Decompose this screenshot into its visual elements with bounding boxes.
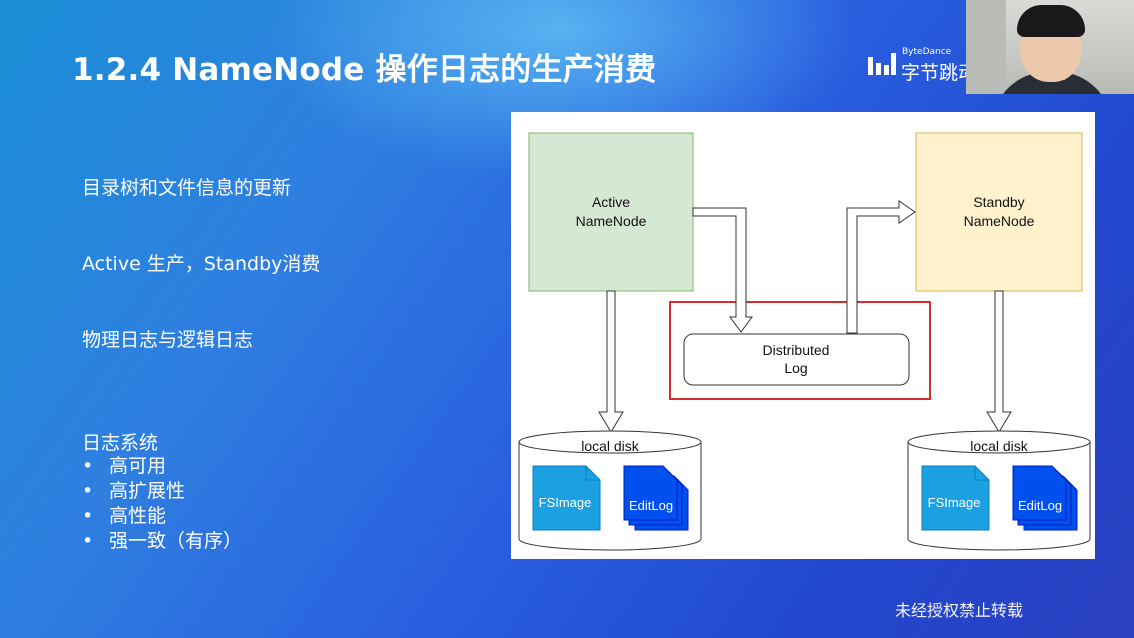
left-editlog-label: EditLog — [629, 498, 673, 513]
left-fsimage-icon — [532, 465, 601, 531]
bullet-item: 物理日志与逻辑日志 — [82, 329, 254, 351]
list-item: •高性能 — [82, 505, 167, 527]
presenter-body — [992, 72, 1112, 94]
log-system-list: •高可用 •高扩展性 •高性能 •强一致（有序） — [82, 454, 242, 554]
list-item: •高扩展性 — [82, 480, 186, 502]
distributed-log-label-2: Log — [784, 360, 807, 376]
right-fsimage-icon — [921, 465, 990, 531]
right-fsimage-label: FSImage — [928, 495, 981, 510]
distributed-log-highlight — [669, 301, 931, 400]
webcam-wall — [966, 0, 1006, 94]
arrow-active-to-disk — [598, 290, 624, 433]
log-system-title: 日志系统 — [82, 432, 159, 454]
arrow-active-to-log — [692, 207, 753, 333]
distributed-log-label-1: Distributed — [763, 342, 830, 358]
logo-cn-text: 字节跳动 — [901, 62, 966, 81]
left-disk-label: local disk — [581, 438, 640, 454]
list-item-text: 高可用 — [109, 455, 167, 477]
left-editlog-icon — [623, 465, 689, 531]
list-item-text: 高性能 — [109, 505, 167, 527]
standby-namenode-label-2: NameNode — [964, 213, 1035, 229]
right-editlog-icon — [1012, 465, 1078, 531]
right-editlog-label: EditLog — [1018, 498, 1062, 513]
bytedance-logo: ByteDance 字节跳动 — [866, 47, 966, 81]
namenode-diagram: Active NameNode Standby NameNode Distrib… — [511, 112, 1095, 559]
arrow-standby-to-disk — [986, 290, 1012, 433]
bullet-item: 目录树和文件信息的更新 — [82, 177, 292, 199]
standby-namenode-box — [915, 132, 1083, 292]
list-item: •高可用 — [82, 455, 167, 477]
right-disk-label: local disk — [970, 438, 1029, 454]
distributed-log-box — [683, 333, 910, 386]
list-item-text: 高扩展性 — [109, 480, 186, 502]
list-item: •强一致（有序） — [82, 530, 243, 552]
slide-title: 1.2.4 NameNode 操作日志的生产消费 — [72, 52, 657, 88]
standby-namenode-label-1: Standby — [973, 194, 1024, 210]
logo-bars-icon — [868, 53, 896, 75]
logo-small-text: ByteDance — [902, 47, 952, 57]
arrow-log-to-standby — [846, 200, 916, 334]
list-item-text: 强一致（有序） — [109, 530, 243, 552]
watermark: 未经授权禁止转载 — [895, 601, 1024, 620]
presenter-webcam — [966, 0, 1134, 94]
left-fsimage-label: FSImage — [539, 495, 592, 510]
bullet-item: Active 生产，Standby消费 — [82, 253, 321, 275]
presenter-hair — [1017, 5, 1085, 37]
active-namenode-label-2: NameNode — [576, 213, 647, 229]
active-namenode-label-1: Active — [592, 194, 630, 210]
active-namenode-box — [528, 132, 694, 292]
